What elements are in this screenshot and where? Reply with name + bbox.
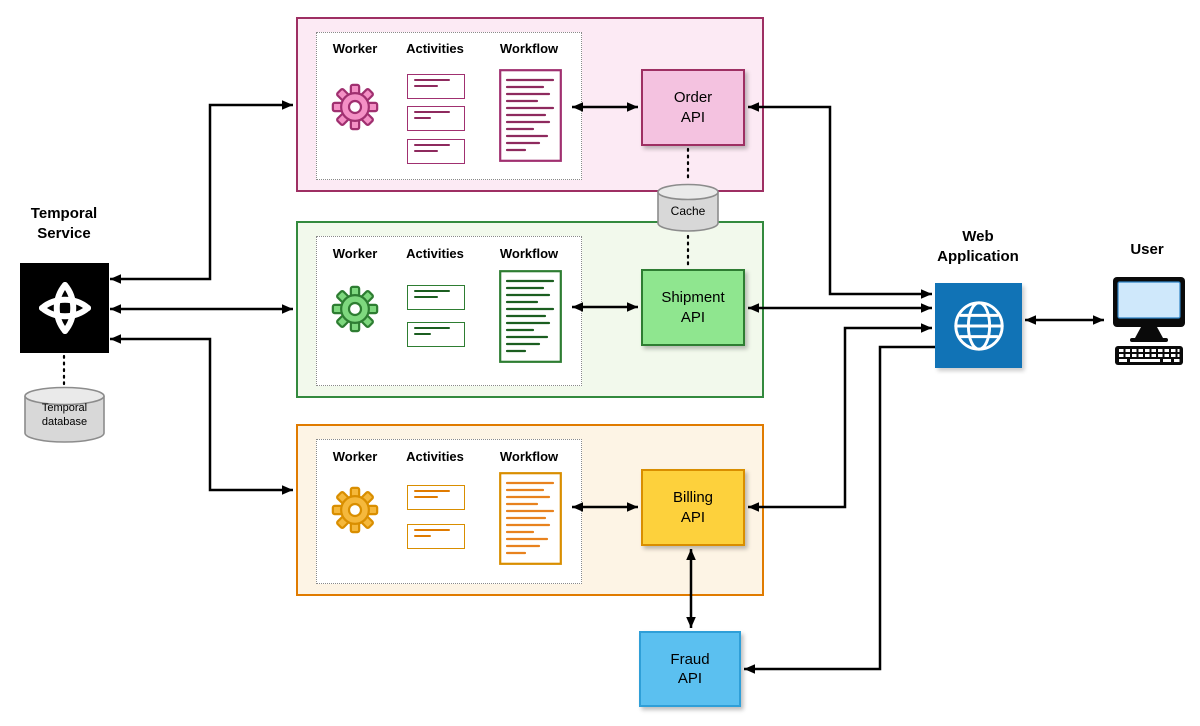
workflow-document-icon (499, 472, 562, 565)
activity-card (407, 485, 465, 510)
billing-activities-label: Activities (406, 449, 464, 464)
worker-gear-icon (331, 83, 379, 131)
temporal-logo-icon (38, 282, 91, 334)
billing-api-label: Billing API (672, 489, 714, 526)
order-service-group: Worker Activities Workflow (296, 17, 764, 192)
activity-card (407, 285, 465, 310)
billing-api-box: Billing API (641, 469, 745, 546)
worker-gear-icon (331, 486, 379, 534)
fraud-api-box: Fraud API (639, 631, 741, 707)
order-workflow-label: Workflow (499, 41, 559, 56)
shipment-worker-label: Worker (332, 246, 378, 261)
cache-label: Cache (670, 204, 706, 218)
activity-card (407, 139, 465, 164)
workflow-document-icon (499, 69, 562, 162)
shipment-workflow-label: Workflow (499, 246, 559, 261)
cache-cylinder: Cache (656, 183, 720, 233)
user-computer-icon (1107, 276, 1191, 371)
activity-card (407, 322, 465, 347)
activity-card (407, 106, 465, 131)
shipment-api-label: Shipment API (661, 289, 725, 326)
web-application-title: Web Application (937, 228, 1019, 265)
billing-worker-label: Worker (332, 449, 378, 464)
database-cylinder-icon (657, 183, 719, 232)
connector-order-api-webapp (748, 102, 932, 299)
billing-service-group: Worker Activities Workflow (296, 424, 764, 596)
shipment-api-box: Shipment API (641, 269, 745, 346)
fraud-api-label: Fraud API (670, 650, 710, 688)
order-api-box: Order API (641, 69, 745, 146)
temporal-database-cylinder: Temporal database (23, 386, 106, 444)
shipment-activities-label: Activities (406, 246, 464, 261)
user-title: User (1130, 241, 1164, 258)
order-api-label: Order API (673, 89, 713, 126)
activity-card (407, 524, 465, 549)
temporal-database-label: Temporal database (41, 402, 88, 428)
connector-temporal-billing-worker (110, 334, 293, 495)
workflow-document-icon (499, 270, 562, 363)
worker-gear-icon (331, 285, 379, 333)
web-application-box (935, 283, 1022, 368)
order-worker-label: Worker (332, 41, 378, 56)
temporal-service-title: Temporal Service (30, 205, 98, 242)
globe-icon (953, 300, 1004, 351)
activity-card (407, 74, 465, 99)
connector-temporal-order-worker (110, 100, 293, 284)
connector-webapp-fraud (744, 345, 935, 674)
database-cylinder-icon (24, 386, 105, 443)
billing-workflow-label: Workflow (499, 449, 559, 464)
temporal-service-box (20, 263, 109, 353)
connector-billing-api-webapp (748, 323, 932, 512)
order-activities-label: Activities (406, 41, 464, 56)
